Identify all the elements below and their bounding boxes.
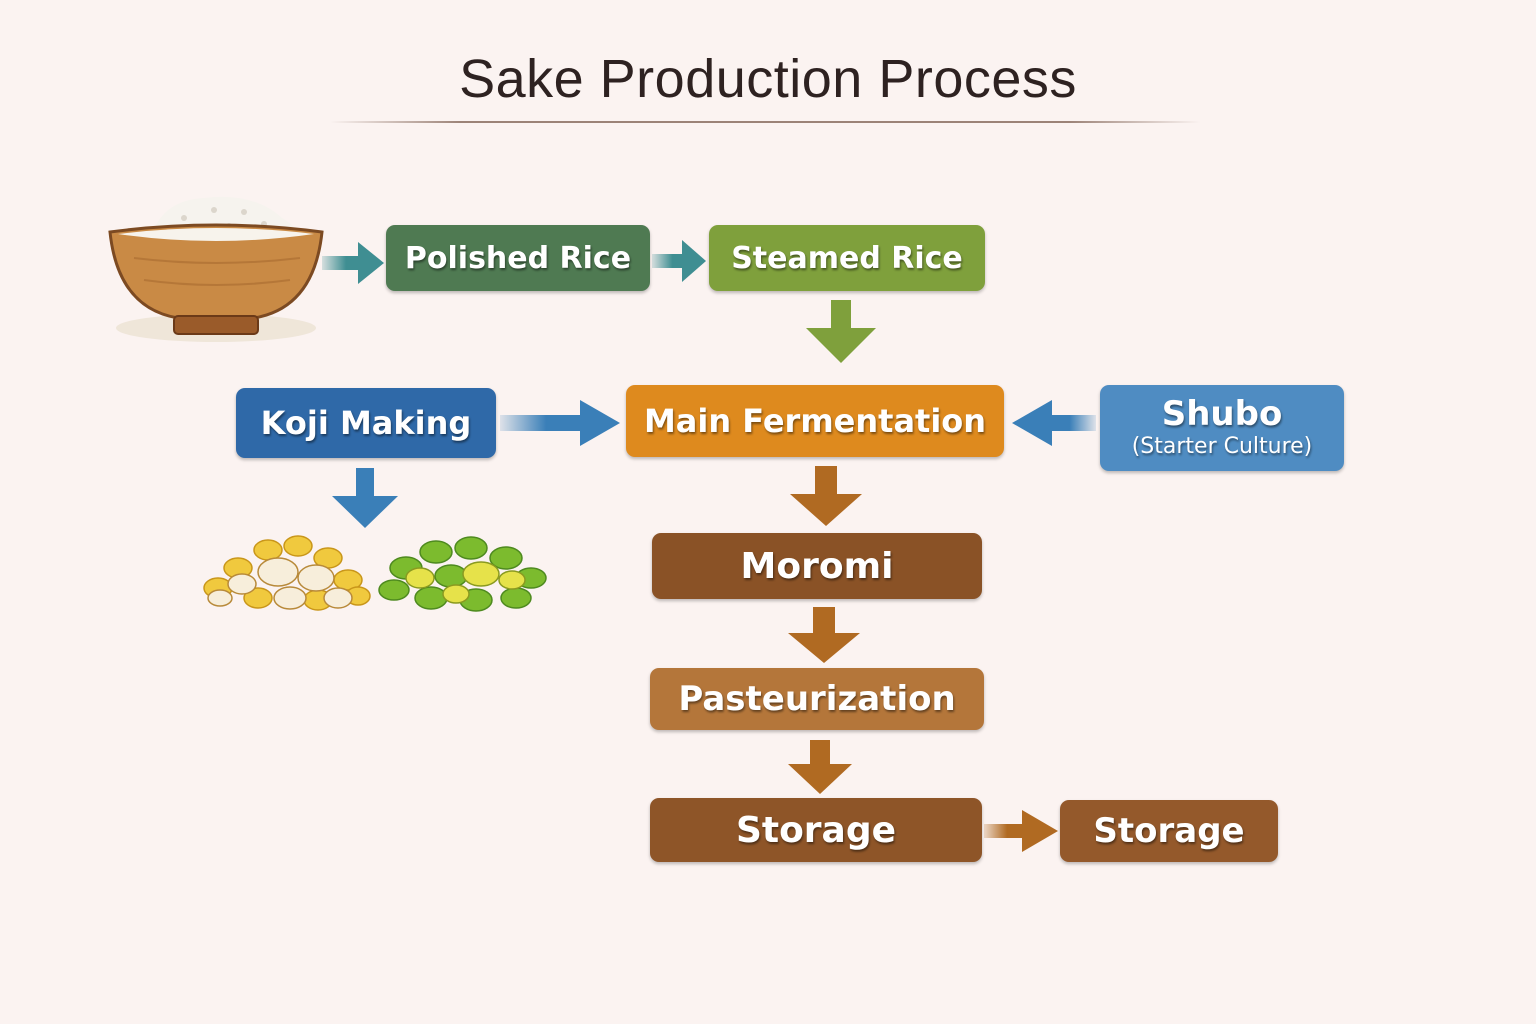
node-label: Koji Making <box>260 404 472 442</box>
title-divider <box>330 121 1200 123</box>
arrow-koji-to-fermentation <box>500 398 622 448</box>
node-storage-final: Storage <box>1060 800 1278 862</box>
arrow-koji-to-grains <box>332 468 398 530</box>
koji-grains-yellow-icon <box>198 528 376 614</box>
arrow-pasteurization-to-storage <box>788 740 852 796</box>
node-koji-making: Koji Making <box>236 388 496 458</box>
node-label: Moromi <box>740 545 894 587</box>
node-moromi: Moromi <box>652 533 982 599</box>
page-title: Sake Production Process <box>459 49 1077 109</box>
node-storage: Storage <box>650 798 982 862</box>
node-label: Main Fermentation <box>643 402 987 440</box>
node-shubo: Shubo (Starter Culture) <box>1100 385 1344 471</box>
node-pasteurization: Pasteurization <box>650 668 984 730</box>
node-label: Steamed Rice <box>731 240 963 276</box>
arrow-steamed-to-fermentation <box>806 300 876 364</box>
arrow-storage-to-storage <box>984 808 1060 854</box>
node-polished-rice: Polished Rice <box>386 225 650 291</box>
rice-bowl-icon <box>104 188 328 348</box>
node-label: Polished Rice <box>404 240 632 276</box>
node-sublabel: (Starter Culture) <box>1131 434 1313 459</box>
node-main-fermentation: Main Fermentation <box>626 385 1004 457</box>
node-label: Shubo <box>1161 394 1283 434</box>
node-steamed-rice: Steamed Rice <box>709 225 985 291</box>
node-label: Storage <box>735 809 897 851</box>
arrow-moromi-to-pasteurization <box>788 607 860 665</box>
koji-grains-green-icon <box>376 528 548 614</box>
node-label: Storage <box>1093 811 1245 851</box>
arrow-polished-to-steamed-rice <box>652 238 708 284</box>
arrow-shubo-to-fermentation <box>1012 398 1096 448</box>
arrow-bowl-to-polished-rice <box>322 240 386 286</box>
arrow-fermentation-to-moromi <box>790 466 862 528</box>
node-label: Pasteurization <box>678 679 956 719</box>
